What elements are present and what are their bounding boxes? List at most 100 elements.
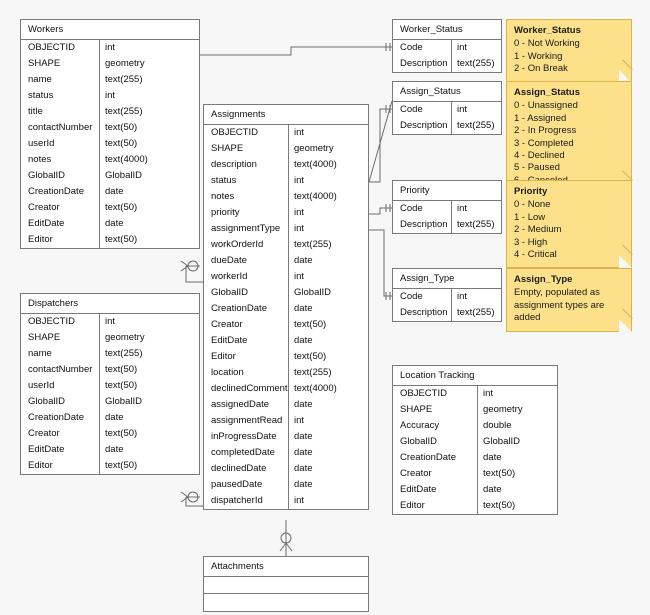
field-type: date — [477, 450, 557, 466]
field-name: contactNumber — [28, 364, 93, 375]
field-name: completedDate — [211, 447, 275, 458]
field-name: CreationDate — [28, 412, 84, 423]
field-name: priority — [211, 207, 240, 218]
field-type: text(4000) — [288, 157, 368, 173]
field-name: notes — [211, 191, 235, 202]
entity-table-title: Attachments — [204, 557, 368, 577]
entity-table-attachments[interactable]: Attachments — [203, 556, 369, 612]
sticky-note-line: 0 - Not Working — [514, 38, 580, 50]
field-name: CreationDate — [400, 452, 456, 463]
field-type: text(50) — [99, 458, 199, 474]
field-type: double — [477, 418, 557, 434]
field-type: text(50) — [288, 349, 368, 365]
field-type: text(4000) — [288, 381, 368, 397]
field-name: SHAPE — [400, 404, 433, 415]
field-type: text(255) — [99, 72, 199, 88]
field-type: GlobalID — [288, 285, 368, 301]
field-name: declinedDate — [211, 463, 267, 474]
entity-table-title: Location Tracking — [393, 366, 557, 386]
field-type: text(255) — [288, 237, 368, 253]
field-name: Description — [400, 219, 448, 230]
field-type: text(50) — [99, 362, 199, 378]
field-name: Description — [400, 58, 448, 69]
field-name: assignmentRead — [211, 415, 283, 426]
sticky-note-line: Empty, populated as — [514, 287, 600, 299]
field-type: int — [288, 125, 368, 141]
field-type: text(4000) — [288, 189, 368, 205]
field-type: int — [99, 314, 199, 330]
sticky-note-line: 0 - Unassigned — [514, 100, 578, 112]
field-name: title — [28, 106, 43, 117]
field-name: SHAPE — [28, 58, 61, 69]
entity-field-row-empty — [204, 594, 368, 611]
field-name: Code — [400, 42, 423, 53]
sticky-note-line: 5 - Paused — [514, 162, 560, 174]
entity-table-title: Assign_Type — [393, 269, 501, 289]
field-name: userId — [28, 138, 55, 149]
field-name: OBJECTID — [28, 316, 75, 327]
field-name: Code — [400, 104, 423, 115]
entity-field-row: CreationDate date — [393, 450, 557, 466]
field-type: geometry — [288, 141, 368, 157]
field-name: Editor — [400, 500, 425, 511]
entity-field-row-empty — [204, 577, 368, 594]
field-name: assignmentType — [211, 223, 281, 234]
note-fold-corner — [619, 69, 632, 83]
field-type: int — [451, 102, 501, 118]
sticky-note-line: 4 - Critical — [514, 249, 557, 261]
field-name: inProgressDate — [211, 431, 277, 442]
sticky-note-title: Assign_Status — [514, 87, 580, 98]
field-name: OBJECTID — [400, 388, 447, 399]
field-name: notes — [28, 154, 52, 165]
field-type: geometry — [99, 330, 199, 346]
field-name: status — [211, 175, 237, 186]
field-name: workerId — [211, 271, 248, 282]
field-type: text(50) — [99, 136, 199, 152]
field-type: date — [288, 333, 368, 349]
field-type: text(50) — [99, 200, 199, 216]
field-name: GlobalID — [400, 436, 437, 447]
field-name: SHAPE — [211, 143, 244, 154]
field-type: date — [99, 216, 199, 232]
field-name: location — [211, 367, 244, 378]
field-name: Creator — [211, 319, 243, 330]
field-name: EditDate — [400, 484, 437, 495]
field-name: Creator — [400, 468, 432, 479]
entity-table-title: Priority — [393, 181, 501, 201]
entity-field-row: Code int — [393, 102, 501, 118]
field-type: text(255) — [451, 118, 501, 134]
